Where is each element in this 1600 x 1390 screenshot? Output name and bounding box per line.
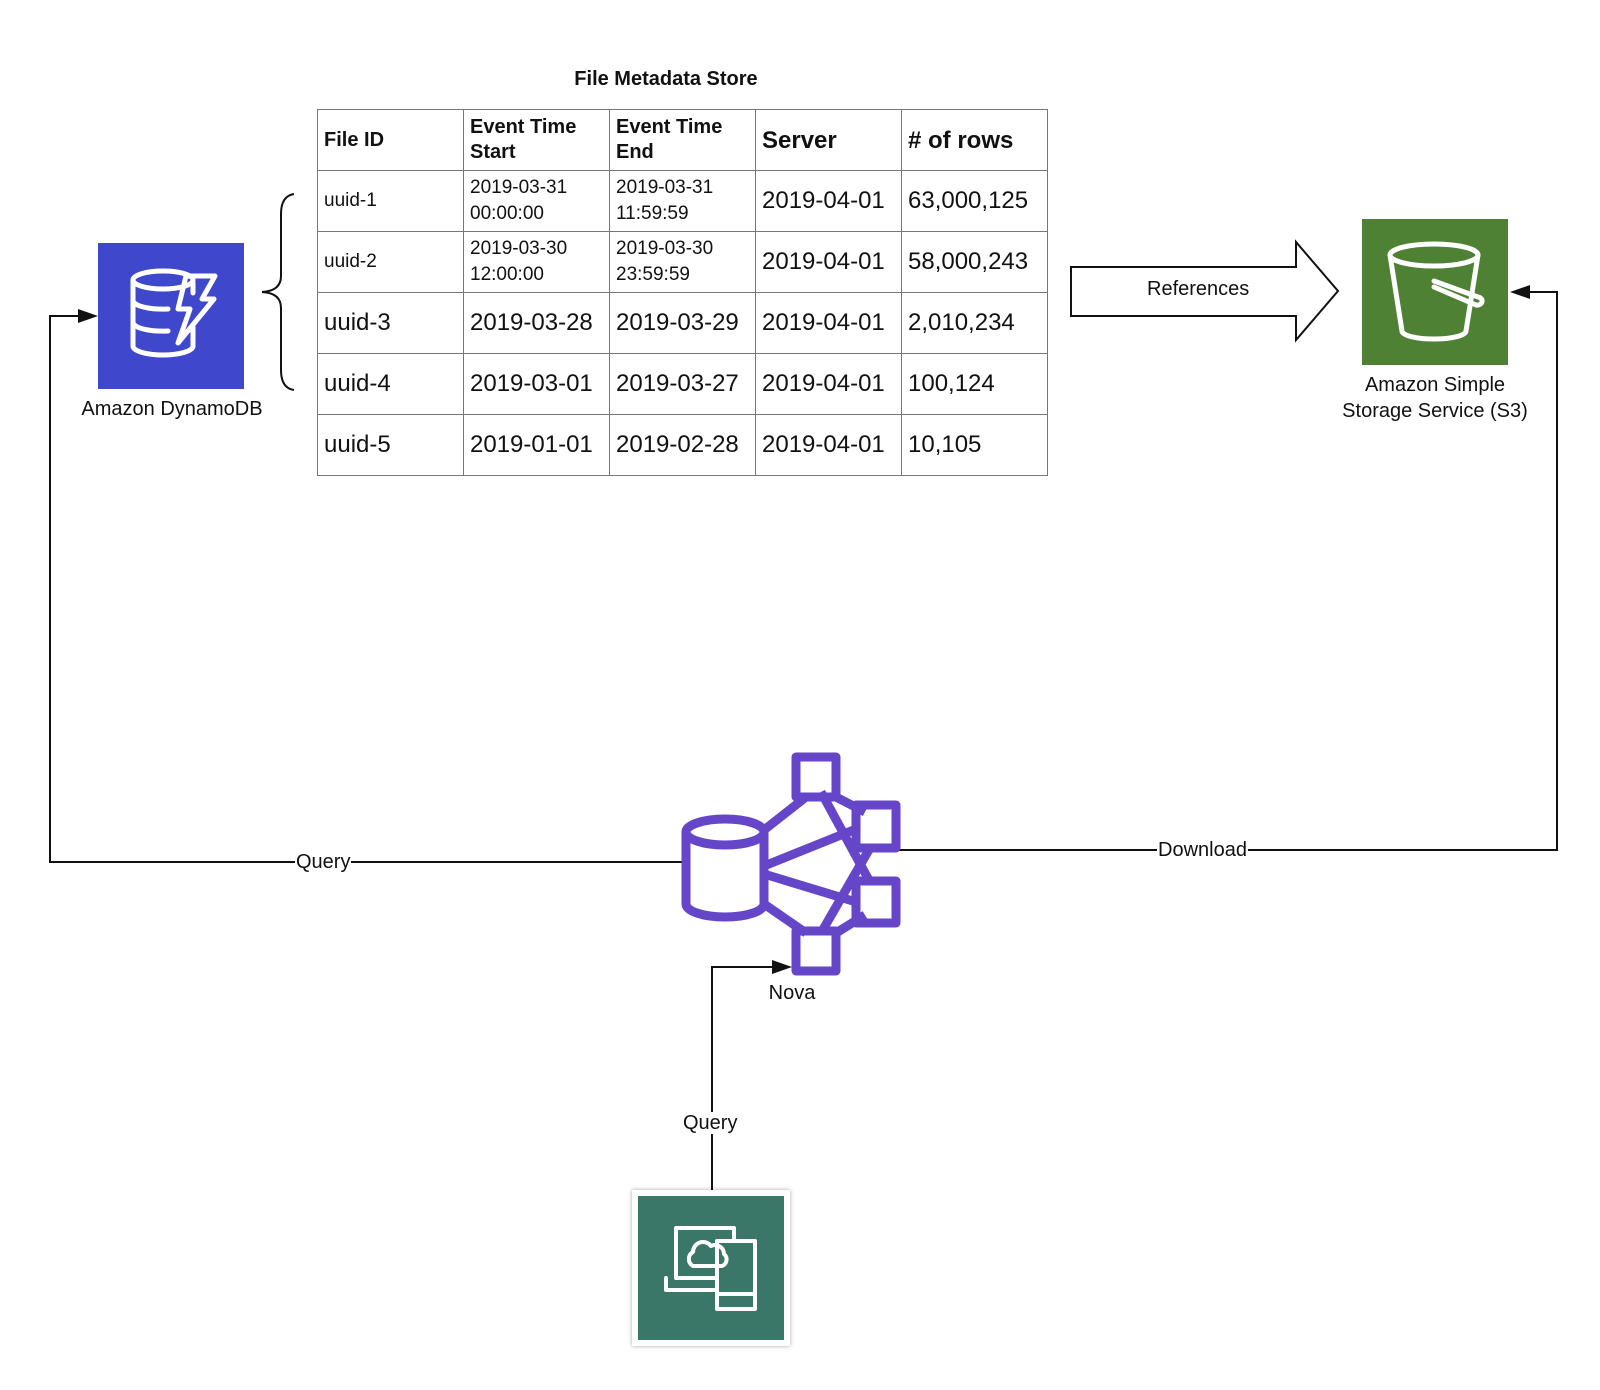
- query-line-nova-dynamodb: [49, 315, 683, 863]
- query-label-client: Query: [682, 1112, 739, 1134]
- nova-label: Nova: [768, 982, 816, 1004]
- cell-server: 2019-04-01: [755, 414, 902, 476]
- header-row-count: # of rows: [901, 109, 1048, 171]
- references-label: References: [1146, 278, 1251, 300]
- header-file-id: File ID: [317, 109, 464, 171]
- cell-file-id: uuid-1: [317, 170, 464, 232]
- table-row: uuid-3 2019-03-28 2019-03-29 2019-04-01 …: [317, 292, 1048, 354]
- s3-node: [1362, 219, 1508, 365]
- arrowhead-dynamodb: [78, 309, 98, 323]
- network-database-icon: [681, 752, 901, 976]
- cell-rows: 63,000,125: [901, 170, 1048, 232]
- bucket-icon: [1387, 241, 1485, 342]
- cell-start: 2019-03-28: [463, 292, 610, 354]
- table-row: uuid-4 2019-03-01 2019-03-27 2019-04-01 …: [317, 353, 1048, 415]
- cell-end: 2019-02-28: [609, 414, 756, 476]
- dynamodb-label: Amazon DynamoDB: [81, 398, 263, 420]
- cell-rows: 10,105: [901, 414, 1048, 476]
- cell-end: 2019-03-29: [609, 292, 756, 354]
- arrowhead-s3: [1510, 285, 1530, 299]
- dynamodb-icon: [130, 268, 218, 358]
- laptop-cloud-icon: [664, 1226, 757, 1311]
- cell-rows: 2,010,234: [901, 292, 1048, 354]
- grouping-brace: [261, 193, 295, 391]
- table-row: uuid-5 2019-01-01 2019-02-28 2019-04-01 …: [317, 414, 1048, 476]
- cell-server: 2019-04-01: [755, 170, 902, 232]
- download-label: Download: [1157, 839, 1248, 861]
- cell-file-id: uuid-3: [317, 292, 464, 354]
- dynamodb-node: [98, 243, 244, 389]
- client-node: [632, 1190, 790, 1346]
- cell-rows: 100,124: [901, 353, 1048, 415]
- cell-start: 2019-01-01: [463, 414, 610, 476]
- header-server: Server: [755, 109, 902, 171]
- cell-server: 2019-04-01: [755, 231, 902, 293]
- arrowhead-nova: [772, 960, 792, 974]
- table-title: File Metadata Store: [574, 68, 758, 90]
- query-label-dynamodb: Query: [295, 851, 352, 873]
- cell-file-id: uuid-5: [317, 414, 464, 476]
